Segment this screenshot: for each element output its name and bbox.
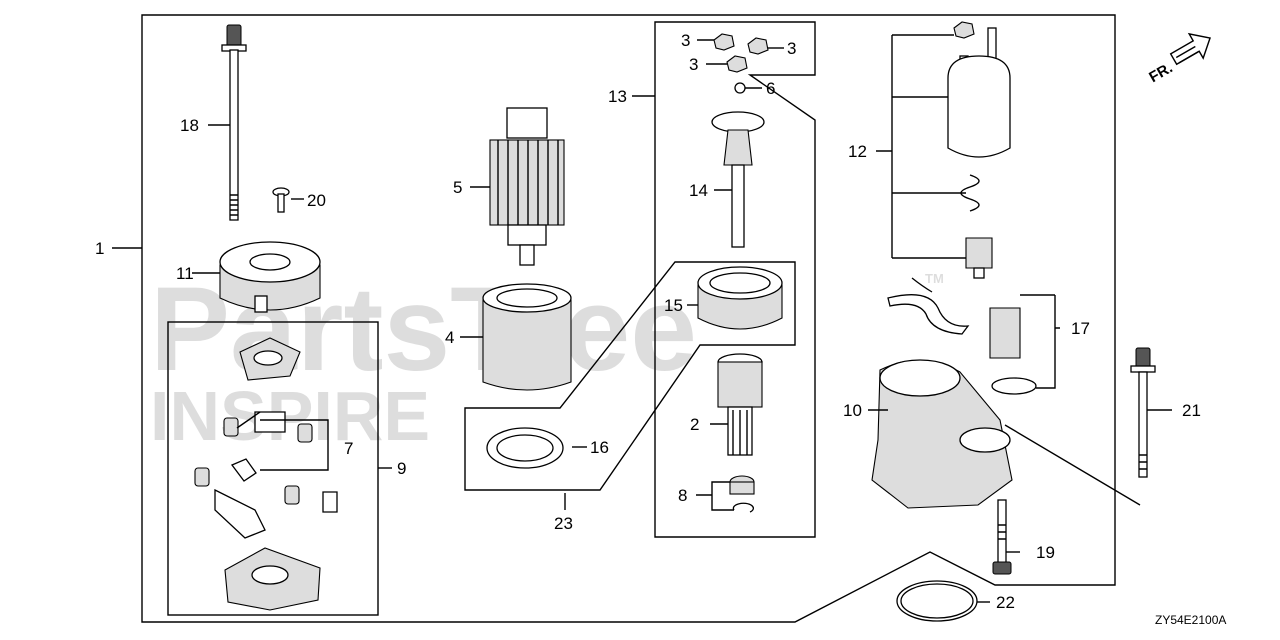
steel-ball-6 <box>734 82 746 94</box>
callout-13: 13 <box>608 87 627 106</box>
callout-3: 3 <box>681 31 690 50</box>
leader-lines <box>112 34 1172 603</box>
diagram-code: ZY54E2100A <box>1155 613 1226 627</box>
callout-23: 23 <box>554 514 573 533</box>
svg-text:FR.: FR. <box>1146 59 1175 86</box>
brush-holder-plate <box>239 337 301 381</box>
callout-14: 14 <box>689 181 708 200</box>
pinion-group-outline-13 <box>654 21 816 538</box>
callout-6: 6 <box>766 79 775 98</box>
callout-21: 21 <box>1182 401 1201 420</box>
watermark: PartsTree INSPIRE TM <box>150 262 944 455</box>
callout-15: 15 <box>664 296 683 315</box>
brush-holder-base-9 <box>224 547 321 611</box>
pinion-2 <box>717 353 763 456</box>
callout-9: 9 <box>397 459 406 478</box>
armature-5 <box>489 107 565 266</box>
internal-gear-15 <box>697 266 783 330</box>
stop-collar-8 <box>729 475 755 513</box>
callout-10: 10 <box>843 401 862 420</box>
long-bolt-21 <box>1130 347 1156 478</box>
through-bolt-18 <box>221 24 247 221</box>
nut-3-c <box>726 55 748 73</box>
screw-20 <box>272 187 290 213</box>
callout-11: 11 <box>176 264 194 283</box>
callout-2: 2 <box>690 415 699 434</box>
front-direction-indicator: FR. <box>1146 32 1211 86</box>
callout-5: 5 <box>453 178 462 197</box>
svg-text:TM: TM <box>925 271 944 286</box>
callout-19: 19 <box>1036 543 1055 562</box>
callout-20: 20 <box>307 191 326 210</box>
seal-kit-bracket-23 <box>464 261 796 491</box>
solenoid-12 <box>947 21 1011 279</box>
svg-text:INSPIRE: INSPIRE <box>150 377 430 455</box>
callout-12: 12 <box>848 142 867 161</box>
pinion-shaft-14 <box>711 111 765 248</box>
nut-3-a <box>713 33 735 51</box>
nut-3-b <box>747 37 769 55</box>
callout-3: 3 <box>787 39 796 58</box>
callout-1: 1 <box>95 239 104 258</box>
lever-17 <box>887 277 1037 395</box>
assembly-outline-1 <box>141 14 1116 623</box>
seal-ring-16 <box>486 427 564 469</box>
callout-17: 17 <box>1071 319 1090 338</box>
front-housing-10 <box>871 359 1013 509</box>
callout-labels: 1 2 3 3 3 4 5 6 7 8 9 10 11 12 13 14 15 … <box>95 31 1201 612</box>
callout-7: 7 <box>344 439 353 458</box>
callout-16: 16 <box>590 438 609 457</box>
rear-cover-11 <box>219 241 321 313</box>
callout-4: 4 <box>445 328 454 347</box>
callout-3: 3 <box>689 55 698 74</box>
o-ring-22 <box>896 580 978 622</box>
callout-8: 8 <box>678 486 687 505</box>
bolt-19 <box>992 499 1012 575</box>
brush-set-7 <box>194 411 338 539</box>
callout-18: 18 <box>180 116 199 135</box>
yoke-4 <box>482 283 572 391</box>
callout-22: 22 <box>996 593 1015 612</box>
